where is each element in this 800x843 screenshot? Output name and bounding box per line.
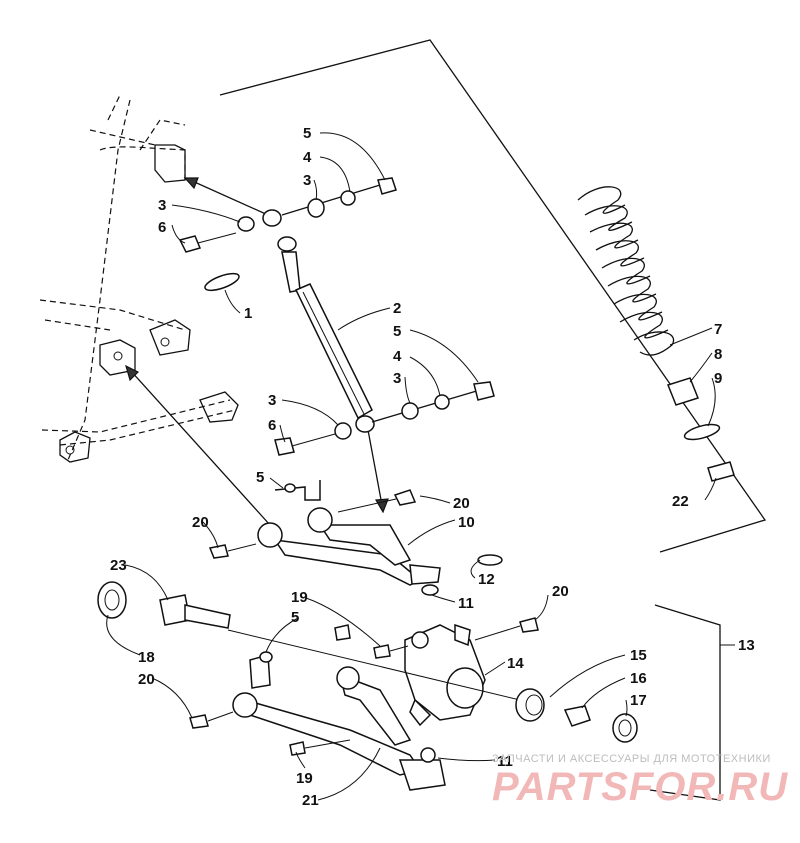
callout-1: 1 xyxy=(244,305,252,322)
spring-adjuster xyxy=(667,377,699,406)
callout-labels: 5 4 3 3 6 1 2 5 4 3 3 6 7 8 9 22 5 20 20… xyxy=(110,125,755,809)
callout-6-top: 6 xyxy=(158,219,166,236)
callout-13: 13 xyxy=(738,637,755,654)
callout-23: 23 xyxy=(110,557,127,574)
callout-12: 12 xyxy=(478,571,495,588)
callout-5-lower-arm: 5 xyxy=(291,609,299,626)
callout-3-mid-right: 3 xyxy=(393,370,401,387)
spindle-knuckle xyxy=(227,623,521,727)
callout-19-upper: 19 xyxy=(291,589,308,606)
spring-retainer xyxy=(707,461,735,482)
leader-lines xyxy=(106,132,735,801)
callout-14: 14 xyxy=(507,655,524,672)
callout-5-top: 5 xyxy=(303,125,311,142)
coil-spring xyxy=(577,186,675,356)
callout-3-top-left: 3 xyxy=(158,197,166,214)
callout-6-mid: 6 xyxy=(268,417,276,434)
callout-22: 22 xyxy=(672,493,689,510)
callout-10: 10 xyxy=(458,514,475,531)
callout-20-upper-left: 20 xyxy=(192,514,209,531)
frame-outline xyxy=(39,94,239,463)
callout-17: 17 xyxy=(630,692,647,709)
callout-8: 8 xyxy=(714,346,722,363)
watermark-brand: PARTSFOR.RU xyxy=(492,765,788,809)
callout-20-spindle: 20 xyxy=(552,583,569,600)
callout-21: 21 xyxy=(302,792,319,809)
watermark: ЗАПЧАСТИ И АКСЕССУАРЫ ДЛЯ МОТОТЕХНИКИ PA… xyxy=(492,753,788,809)
callout-15: 15 xyxy=(630,647,647,664)
hub-parts xyxy=(515,688,638,743)
shock-panel-outline xyxy=(219,39,767,553)
assembly-arrows xyxy=(125,177,389,526)
callout-4-mid: 4 xyxy=(393,348,402,365)
upper-a-arm xyxy=(208,480,503,596)
tie-rod-end xyxy=(97,581,231,629)
callout-16: 16 xyxy=(630,670,647,687)
lower-mount-hardware xyxy=(274,381,495,456)
callout-4-top: 4 xyxy=(303,149,312,166)
spring-washer xyxy=(683,423,721,441)
watermark-tagline: ЗАПЧАСТИ И АКСЕССУАРЫ ДЛЯ МОТОТЕХНИКИ xyxy=(492,753,771,765)
callout-19-lower: 19 xyxy=(296,770,313,787)
callout-20-lower-left: 20 xyxy=(138,671,155,688)
callout-5-mid: 5 xyxy=(393,323,401,340)
callout-2: 2 xyxy=(393,300,401,317)
shock-absorber xyxy=(262,209,375,433)
callout-11-upper: 11 xyxy=(458,595,474,612)
callout-9: 9 xyxy=(714,370,722,387)
callout-11-lower: 11 xyxy=(497,753,513,770)
callout-20-upper-right: 20 xyxy=(453,495,470,512)
callout-3-mid-left: 3 xyxy=(268,392,276,409)
callout-5-upper-arm: 5 xyxy=(256,469,264,486)
spindle-panel-outline xyxy=(649,604,721,801)
lower-a-arm xyxy=(189,617,539,791)
callout-18: 18 xyxy=(138,649,155,666)
callout-3-top-right: 3 xyxy=(303,172,311,189)
upper-mount-hardware xyxy=(178,177,397,292)
callout-7: 7 xyxy=(714,321,722,338)
